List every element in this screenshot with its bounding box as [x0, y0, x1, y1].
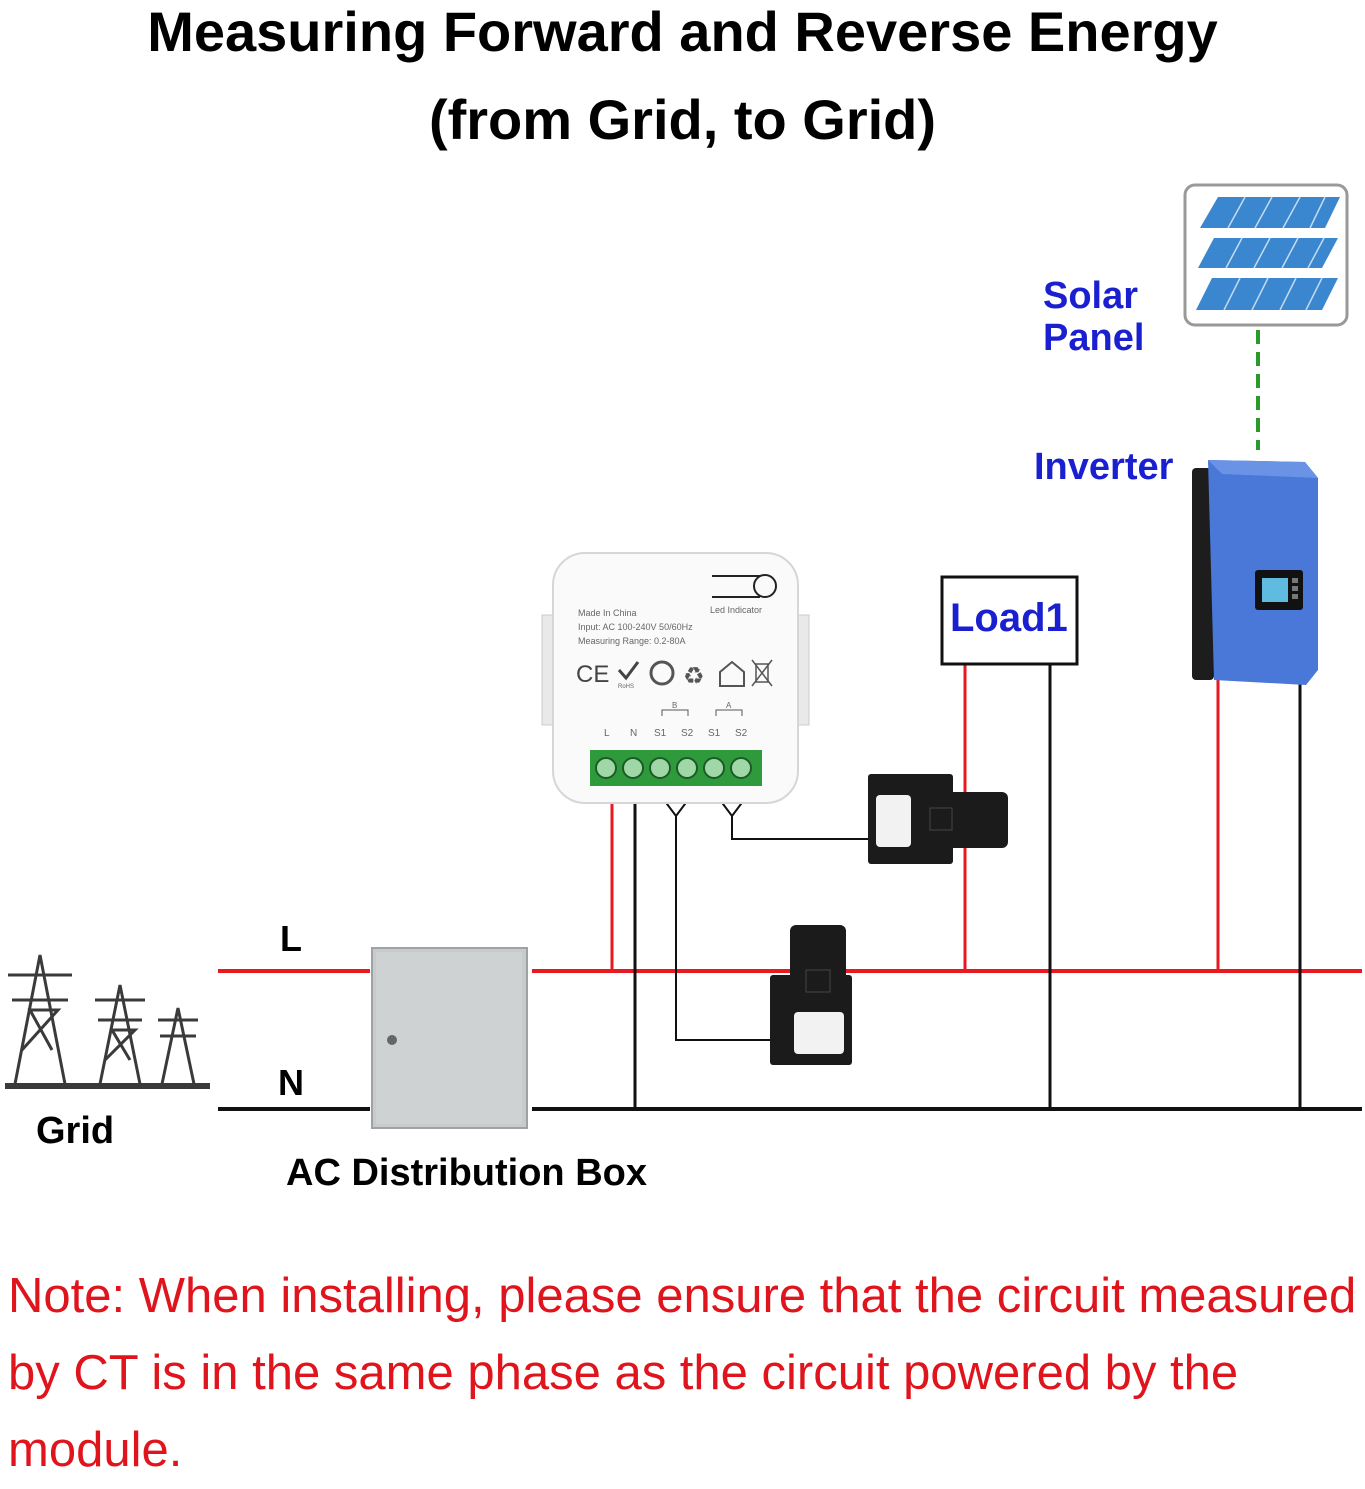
- terminal-label-n: N: [630, 728, 637, 739]
- diagram-title-line-1: Measuring Forward and Reverse Energy: [147, 0, 1218, 63]
- meter-info-1: Made In China: [578, 608, 637, 618]
- terminal-label-b-s2: S2: [681, 728, 694, 739]
- neutral-line-label: N: [278, 1062, 304, 1103]
- house-icon: [719, 660, 745, 687]
- diagram-title-line-2: (from Grid, to Grid): [428, 88, 937, 151]
- solar-panel-label: Solar Panel: [1043, 275, 1145, 360]
- energy-meter-module: Led Indicator Made In China Input: AC 10…: [541, 552, 810, 804]
- installation-note: Note: When installing, please ensure tha…: [8, 1269, 1357, 1477]
- ct-a-wire-run: [731, 816, 870, 840]
- led-indicator-label: Led Indicator: [710, 605, 762, 615]
- solar-panel-icon: [1183, 183, 1349, 327]
- solar-panel-label-line-2: Panel: [1043, 316, 1145, 359]
- channel-a-label: A: [726, 701, 732, 710]
- grid-towers-icon: [5, 954, 210, 1089]
- ct-clamp-b: [770, 925, 852, 1065]
- ct-clamp-a: [868, 774, 1008, 864]
- solar-panel-label-line-1: Solar: [1043, 275, 1139, 317]
- terminal-screws: [595, 757, 752, 779]
- rohs-label: RoHS: [618, 684, 634, 690]
- terminal-label-b-s1: S1: [654, 728, 667, 739]
- terminal-label-l: L: [604, 728, 610, 739]
- inverter-icon: [1192, 460, 1318, 685]
- live-wire-group: [218, 664, 1362, 973]
- led-indicator-icon: [712, 574, 777, 598]
- neutral-wire-group: [218, 664, 1362, 1111]
- ce-mark-icon: CE: [576, 661, 609, 688]
- live-line-label: L: [280, 918, 302, 959]
- terminal-label-a-s1: S1: [708, 728, 721, 739]
- weee-bin-icon: [751, 659, 773, 687]
- terminal-label-a-s2: S2: [735, 728, 748, 739]
- load-label: Load1: [950, 596, 1068, 640]
- ct-b-wire-run: [675, 816, 770, 1041]
- recycle-icon: ♻: [683, 663, 705, 690]
- load-box: [940, 575, 1079, 666]
- distribution-box-label: AC Distribution Box: [286, 1152, 647, 1194]
- meter-info-3: Measuring Range: 0.2-80A: [578, 636, 686, 646]
- green-dot-icon: [649, 660, 675, 686]
- ct-sense-wires: [663, 799, 870, 1041]
- channel-b-label: B: [672, 701, 677, 710]
- ac-distribution-box-icon: [371, 947, 528, 1129]
- inverter-label: Inverter: [1034, 446, 1174, 488]
- grid-label: Grid: [36, 1110, 115, 1152]
- meter-info-2: Input: AC 100-240V 50/60Hz: [578, 622, 693, 632]
- rohs-check-icon: [617, 661, 640, 681]
